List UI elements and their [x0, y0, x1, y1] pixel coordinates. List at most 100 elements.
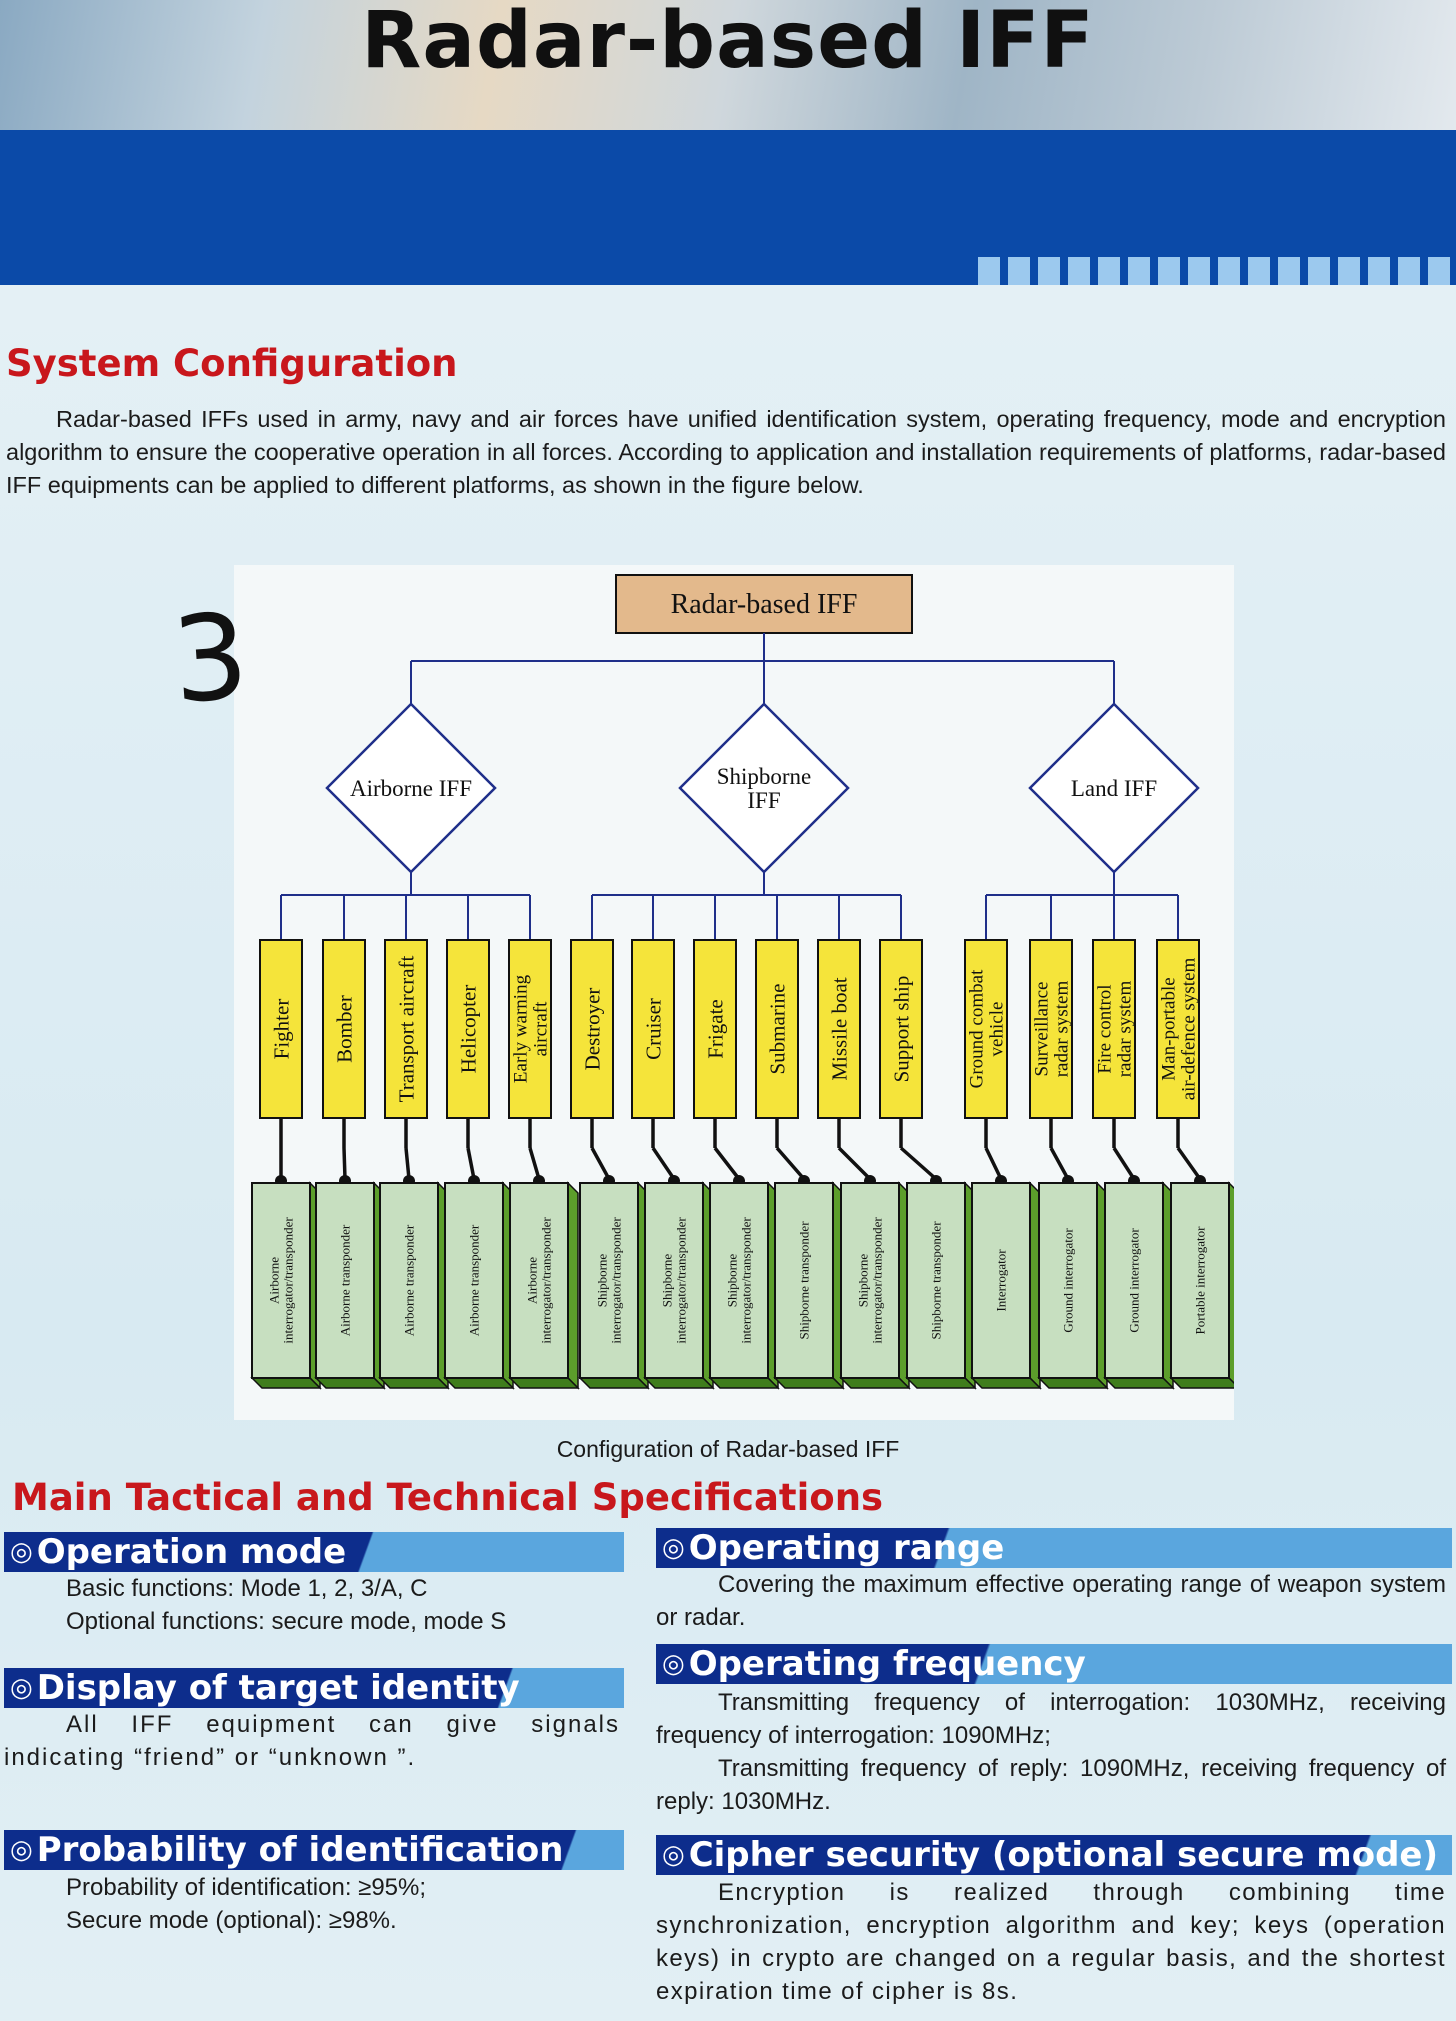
stem-line	[1049, 1147, 1070, 1180]
platform-box	[1156, 939, 1200, 1119]
equipment-box-bottom	[773, 1377, 845, 1389]
platform-label-line: Helicopter	[456, 985, 480, 1074]
equipment-label-line: Airborne	[525, 1257, 540, 1304]
platform-label: Transport aircraft	[394, 955, 418, 1102]
equipment-label: Airborneinterrogator/transponder	[267, 1217, 296, 1344]
platform-label: Fire controlradar system	[1095, 981, 1136, 1078]
platform-label: Ground combatvehicle	[967, 969, 1008, 1088]
stem-line	[775, 1146, 806, 1181]
platform-label-line: Destroyer	[580, 988, 604, 1071]
equipment-box	[1038, 1182, 1098, 1379]
header-banner-photo	[0, 0, 1456, 130]
header-tick-decoration	[970, 257, 1450, 285]
cipher-security-text: Encryption is realized through combining…	[656, 1879, 1446, 2005]
stem-line	[713, 1146, 741, 1181]
platform-box	[570, 939, 614, 1119]
equipment-box	[1170, 1182, 1230, 1379]
group-diamond-label-line: IFF	[747, 788, 780, 813]
display-identity-text: All IFF equipment can give signals indic…	[4, 1711, 620, 1771]
equipment-label: Airborneinterrogator/transponder	[525, 1217, 554, 1344]
group-diamond-label-line: Land IFF	[1071, 776, 1157, 801]
equipment-box-bottom	[1103, 1377, 1175, 1389]
system-configuration-paragraph: Radar-based IFFs used in army, navy and …	[6, 406, 1446, 498]
stem-line	[404, 1147, 411, 1180]
equipment-label: Ground interrogator	[1127, 1228, 1142, 1333]
equipment-label: Shipborne transponder	[797, 1221, 812, 1340]
platform-label-line: vehicle	[987, 1002, 1008, 1057]
stem-line	[590, 1147, 611, 1180]
equipment-label-line: Shipborne transponder	[797, 1221, 812, 1340]
platform-label-line: Submarine	[765, 984, 789, 1075]
equipment-label-line: Shipborne	[595, 1254, 610, 1308]
equipment-box	[971, 1182, 1031, 1379]
equipment-label-line: Ground interrogator	[1061, 1228, 1076, 1333]
platform-box	[693, 939, 737, 1119]
equipment-box	[840, 1182, 900, 1379]
platform-box	[1029, 939, 1073, 1119]
equipment-box	[709, 1182, 769, 1379]
platform-label-line: radar system	[1052, 981, 1073, 1078]
probability-title-bar: ◎Probability of identification	[4, 1830, 624, 1870]
platform-label: Bomber	[332, 995, 356, 1063]
equipment-label-line: interrogator/transponder	[869, 1217, 884, 1344]
equipment-box	[315, 1182, 375, 1379]
handwritten-page-number: 3	[168, 586, 253, 730]
equipment-box	[644, 1182, 704, 1379]
equipment-box-bottom	[378, 1377, 450, 1389]
platform-label-line: Fire control	[1095, 984, 1116, 1073]
equipment-box-bottom	[314, 1377, 386, 1389]
platform-box	[322, 939, 366, 1119]
equipment-box-bottom	[643, 1377, 715, 1389]
equipment-label-line: Airborne transponder	[402, 1224, 417, 1336]
root-node-label: Radar-based IFF	[671, 589, 858, 620]
platform-label-line: Surveillance	[1032, 982, 1053, 1077]
equipment-box	[444, 1182, 504, 1379]
equipment-label: Shipborne transponder	[929, 1221, 944, 1340]
equipment-box	[906, 1182, 966, 1379]
equipment-label-line: interrogator/transponder	[538, 1217, 553, 1344]
stem-line	[837, 1146, 872, 1181]
equipment-label: Airborne transponder	[338, 1224, 353, 1336]
equipment-label-line: interrogator/transponder	[280, 1217, 295, 1344]
equipment-label: Shipborneinterrogator/transponder	[660, 1217, 689, 1344]
header-blue-band	[0, 130, 1456, 285]
equipment-label-line: Shipborne	[725, 1254, 740, 1308]
equipment-label: Portable interrogator	[1193, 1226, 1208, 1335]
equipment-label: Ground interrogator	[1061, 1228, 1076, 1333]
equipment-label-line: Airborne	[267, 1257, 282, 1304]
equipment-label-line: Portable interrogator	[1193, 1226, 1208, 1335]
platform-label-line: Early warning	[511, 974, 532, 1083]
equipment-label-line: Interrogator	[994, 1249, 1009, 1312]
cipher-security-title-bar: ◎Cipher security (optional secure mode)	[656, 1835, 1452, 1875]
display-identity-title-bar: ◎Display of target identity	[4, 1668, 624, 1708]
platform-label-line: Cruiser	[641, 998, 665, 1060]
operating-range-text: Covering the maximum effective operating…	[656, 1571, 1446, 1631]
operating-frequency-title-bar: ◎Operating frequency	[656, 1644, 1452, 1684]
stem-line	[528, 1147, 541, 1180]
operating-range-title-bar: ◎Operating range	[656, 1528, 1452, 1568]
equipment-label-line: interrogator/transponder	[738, 1217, 753, 1344]
platform-box	[384, 939, 428, 1119]
equipment-label-line: Airborne transponder	[467, 1224, 482, 1336]
equipment-box	[379, 1182, 439, 1379]
equipment-box-bottom	[1169, 1377, 1234, 1389]
equipment-box-bottom	[839, 1377, 911, 1389]
platform-box	[1092, 939, 1136, 1119]
platform-label-line: aircraft	[531, 1001, 552, 1057]
equipment-label-line: Shipborne	[856, 1254, 871, 1308]
group-diamond-label: Airborne IFF	[350, 776, 472, 801]
equipment-label: Shipborneinterrogator/transponder	[595, 1217, 624, 1344]
equipment-box-bottom	[508, 1377, 580, 1389]
equipment-label-line: Ground interrogator	[1127, 1228, 1142, 1333]
specifications-heading: Main Tactical and Technical Specificatio…	[12, 1476, 884, 1519]
platform-box	[446, 939, 490, 1119]
stem-line	[466, 1147, 476, 1180]
equipment-box-bottom	[708, 1377, 780, 1389]
platform-box	[879, 939, 923, 1119]
stem-line	[1112, 1147, 1136, 1180]
equipment-label-line: interrogator/transponder	[673, 1217, 688, 1344]
operating-frequency-text: Transmitting frequency of interrogation:…	[656, 1689, 1446, 1815]
